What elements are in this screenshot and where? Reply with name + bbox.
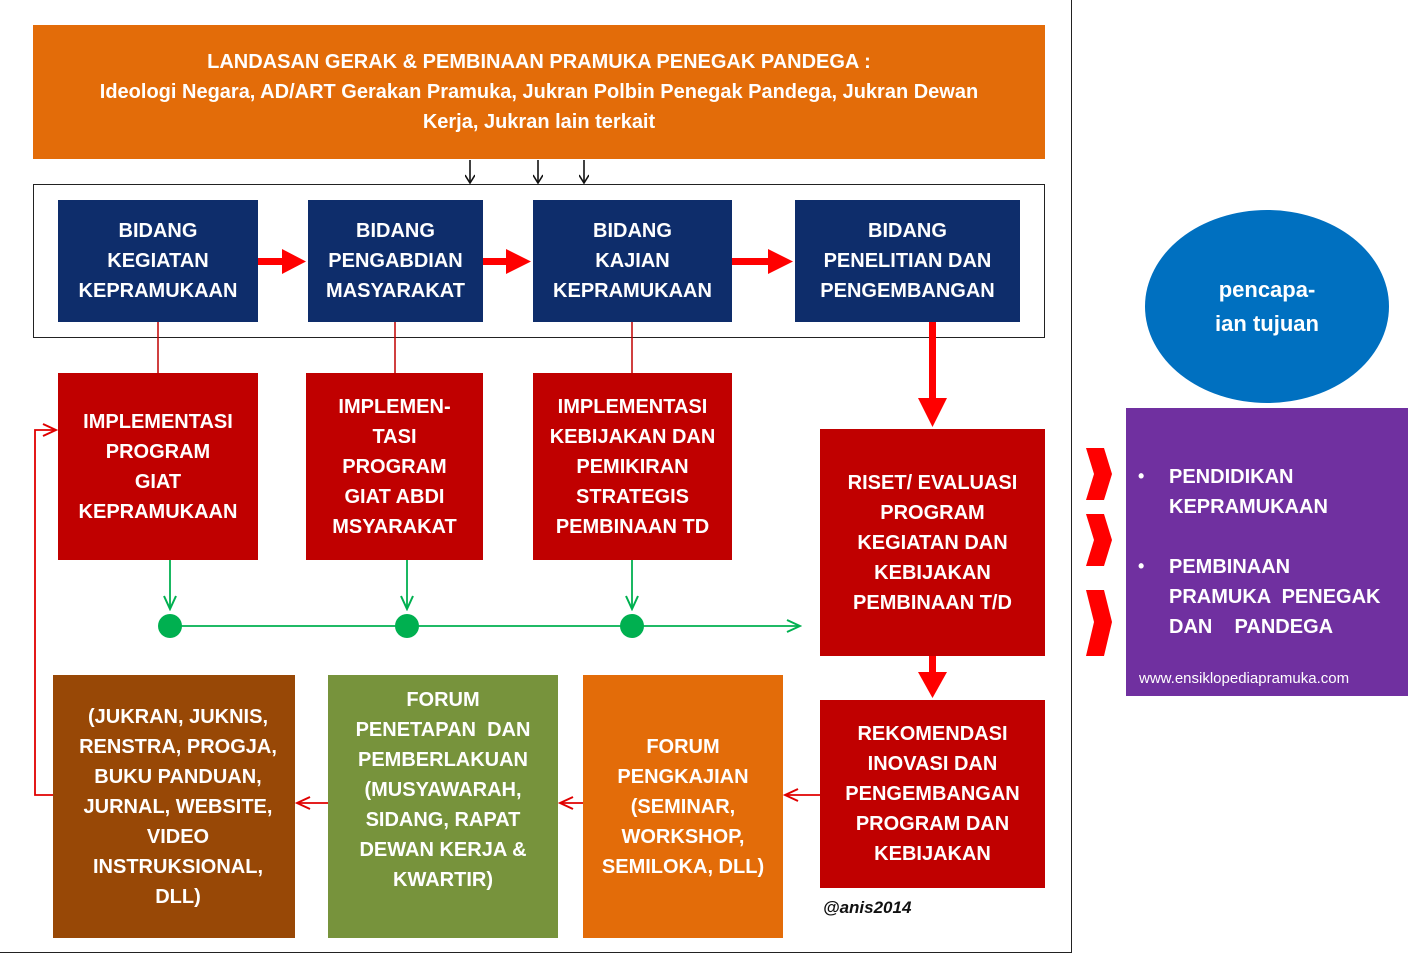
impl-kebijakan-line-2: KEBIJAKAN DAN xyxy=(549,425,716,448)
implementasi-abdi-box: IMPLEMEN- TASI PROGRAM GIAT ABDI MSYARAK… xyxy=(306,373,483,560)
impl-kebijakan-line-1: IMPLEMENTASI xyxy=(557,395,708,418)
riset-line-2: PROGRAM xyxy=(880,501,985,524)
bidang-kajian-box: BIDANG KAJIAN KEPRAMUKAAN xyxy=(533,200,732,322)
riset-evaluasi-box: RISET/ EVALUASI PROGRAM KEGIATAN DAN KEB… xyxy=(820,429,1045,656)
impl-kebijakan-line-4: STRATEGIS xyxy=(576,485,689,508)
outcome-2-line-3: DAN PANDEGA xyxy=(1169,616,1334,638)
produk-line-2: RENSTRA, PROGJA, xyxy=(79,735,277,758)
bullet-icon: • xyxy=(1138,556,1145,576)
bidang-pengabdian-line-2: PENGABDIAN xyxy=(328,250,463,272)
produk-line-5: VIDEO xyxy=(146,825,210,848)
bidang-group-frame xyxy=(33,184,1045,338)
header-line-3: Kerja, Jukran lain terkait xyxy=(422,111,656,133)
pengkajian-line-4: WORKSHOP, xyxy=(621,825,745,848)
penetapan-line-6: DEWAN KERJA & xyxy=(359,839,527,861)
penetapan-line-4: (MUSYAWARAH, xyxy=(364,779,522,801)
penetapan-line-3: PEMBERLAKUAN xyxy=(358,749,528,771)
impl-abdi-line-2: TASI xyxy=(372,425,417,448)
website-link[interactable]: www.ensiklopediapramuka.com xyxy=(1139,670,1350,687)
rekomendasi-box: REKOMENDASI INOVASI DAN PENGEMBANGAN PRO… xyxy=(820,700,1045,888)
author-credit: @anis2014 xyxy=(823,898,912,917)
riset-line-3: KEGIATAN DAN xyxy=(857,531,1008,554)
impl-kegiatan-line-1: IMPLEMENTASI xyxy=(83,410,233,433)
feedback-loop-arrow xyxy=(34,430,56,796)
goal-circle: pencapa- ian tujuan xyxy=(1145,210,1389,403)
rekomendasi-line-4: PROGRAM DAN xyxy=(855,813,1010,835)
bidang-kajian-line-1: BIDANG xyxy=(593,220,672,242)
bidang-pengabdian-line-1: BIDANG xyxy=(356,220,435,242)
impl-kegiatan-line-2: PROGRAM xyxy=(105,440,211,463)
bullet-icon: • xyxy=(1138,466,1145,486)
riset-line-5: PEMBINAAN T/D xyxy=(853,591,1012,614)
produk-line-7: DLL) xyxy=(155,885,201,908)
bidang-kegiatan-line-1: BIDANG xyxy=(118,220,198,242)
bidang-penelitian-box: BIDANG PENELITIAN DAN PENGEMBANGAN xyxy=(795,200,1020,322)
outcome-1-line-2: KEPRAMUKAAN xyxy=(1169,496,1328,518)
riset-line-4: KEBIJAKAN xyxy=(874,561,991,584)
rekomendasi-line-3: PENGEMBANGAN xyxy=(845,783,1020,805)
outcome-2-line-2: PRAMUKA PENEGAK xyxy=(1169,586,1381,608)
pengkajian-line-5: SEMILOKA, DLL) xyxy=(601,855,765,878)
implementasi-kegiatan-box: IMPLEMENTASI PROGRAM GIAT KEPRAMUKAAN xyxy=(58,373,258,560)
rekomendasi-line-5: KEBIJAKAN xyxy=(874,843,991,865)
penetapan-line-2: PENETAPAN DAN xyxy=(355,719,531,741)
penetapan-line-7: KWARTIR) xyxy=(393,869,493,891)
riset-line-1: RISET/ EVALUASI xyxy=(847,471,1018,494)
forum-pengkajian-box: FORUM PENGKAJIAN (SEMINAR, WORKSHOP, SEM… xyxy=(583,675,783,938)
implementasi-kebijakan-box: IMPLEMENTASI KEBIJAKAN DAN PEMIKIRAN STR… xyxy=(533,373,732,560)
produk-hukum-box: (JUKRAN, JUKNIS, RENSTRA, PROGJA, BUKU P… xyxy=(53,675,295,938)
outcome-2-line-1: PEMBINAAN xyxy=(1169,556,1291,578)
produk-line-1: (JUKRAN, JUKNIS, xyxy=(87,705,269,728)
forum-penetapan-box: FORUM PENETAPAN DAN PEMBERLAKUAN (MUSYAW… xyxy=(328,675,558,938)
bidang-kegiatan-line-2: KEGIATAN xyxy=(107,250,209,272)
header-line-1: LANDASAN GERAK & PEMBINAAN PRAMUKA PENEG… xyxy=(207,51,871,73)
impl-abdi-line-4: GIAT ABDI xyxy=(344,485,445,508)
pengkajian-line-1: FORUM xyxy=(646,735,720,758)
produk-line-4: JURNAL, WEBSITE, xyxy=(83,795,273,818)
pengkajian-line-3: (SEMINAR, xyxy=(630,795,736,818)
landasan-header: LANDASAN GERAK & PEMBINAAN PRAMUKA PENEG… xyxy=(33,25,1045,159)
impl-abdi-line-5: MSYARAKAT xyxy=(332,515,457,538)
bidang-penelitian-line-3: PENGEMBANGAN xyxy=(820,280,995,302)
outcome-chevrons xyxy=(1086,448,1112,656)
impl-kegiatan-line-3: GIAT xyxy=(134,470,182,493)
bidang-kajian-line-3: KEPRAMUKAAN xyxy=(553,280,712,302)
pengkajian-line-2: PENGKAJIAN xyxy=(617,765,749,788)
rekomendasi-line-2: INOVASI DAN xyxy=(867,753,998,775)
bidang-kegiatan-line-3: KEPRAMUKAAN xyxy=(78,280,238,302)
bidang-flow-arrows xyxy=(258,249,947,698)
header-line-2: Ideologi Negara, AD/ART Gerakan Pramuka,… xyxy=(99,81,979,103)
produk-line-3: BUKU PANDUAN, xyxy=(94,765,262,788)
penetapan-line-1: FORUM xyxy=(406,689,480,711)
bidang-pengabdian-box: BIDANG PENGABDIAN MASYARAKAT xyxy=(308,200,483,322)
green-collector-line xyxy=(158,560,800,638)
impl-kebijakan-line-5: PEMBINAAN TD xyxy=(555,515,710,538)
impl-kebijakan-line-3: PEMIKIRAN xyxy=(576,455,689,478)
goal-line-1: pencapa- xyxy=(1218,276,1316,302)
bidang-pengabdian-line-3: MASYARAKAT xyxy=(326,280,465,302)
bidang-kajian-line-2: KAJIAN xyxy=(595,250,670,272)
goal-line-2: ian tujuan xyxy=(1215,310,1319,336)
bidang-penelitian-line-1: BIDANG xyxy=(868,220,947,242)
outcomes-box: • PENDIDIKAN KEPRAMUKAAN • PEMBINAAN PRA… xyxy=(1126,408,1408,696)
bidang-penelitian-line-2: PENELITIAN DAN xyxy=(823,250,992,272)
bidang-kegiatan-box: BIDANG KEGIATAN KEPRAMUKAAN xyxy=(58,200,258,322)
rekomendasi-line-1: REKOMENDASI xyxy=(857,723,1008,745)
produk-line-6: INSTRUKSIONAL, xyxy=(93,855,263,878)
impl-abdi-line-3: PROGRAM xyxy=(342,455,447,478)
outcome-1-line-1: PENDIDIKAN xyxy=(1169,466,1294,488)
penetapan-line-5: SIDANG, RAPAT xyxy=(365,809,521,831)
impl-kegiatan-line-4: KEPRAMUKAAN xyxy=(78,500,238,523)
impl-abdi-line-1: IMPLEMEN- xyxy=(338,395,451,418)
